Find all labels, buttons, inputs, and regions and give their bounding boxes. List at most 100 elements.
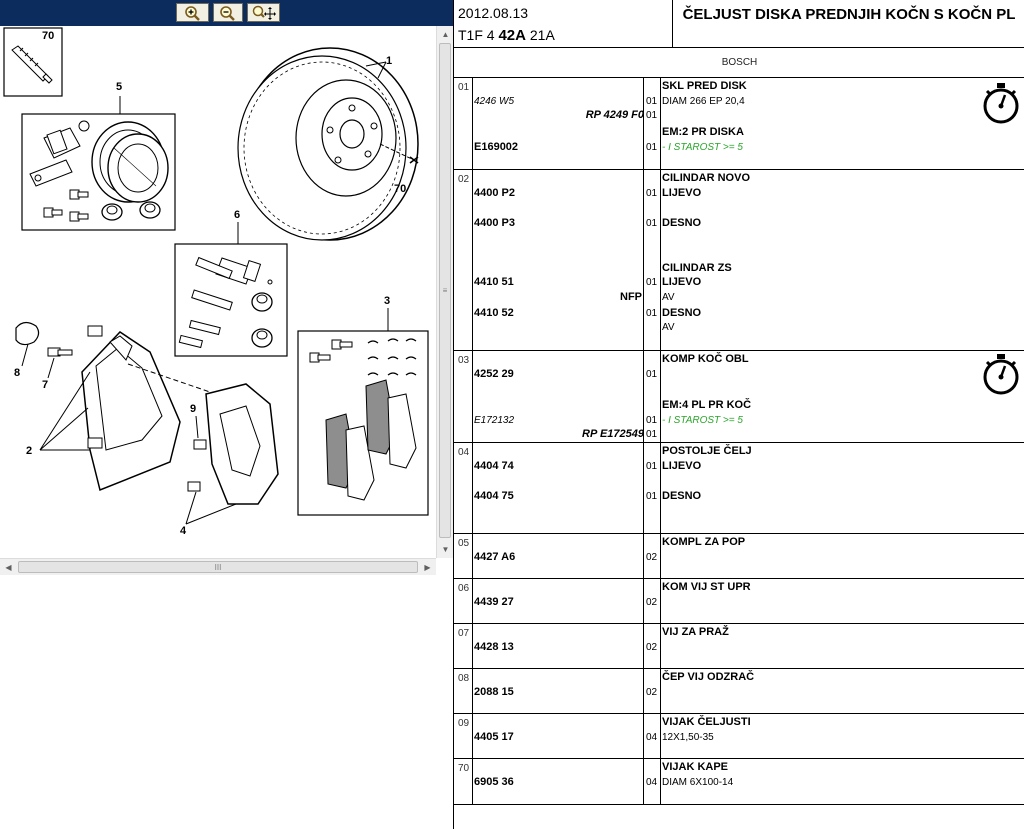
diagram-horizontal-scrollbar[interactable]: ◀ III ▶ — [0, 558, 436, 575]
part-3-box[interactable]: 3 — [297, 295, 429, 516]
part-qty: 01 — [646, 491, 658, 502]
vertical-scroll-thumb[interactable]: ≡ — [439, 43, 451, 538]
callout-1: 1 — [386, 55, 392, 67]
small-bolt-icons — [309, 339, 353, 363]
part-row-70[interactable]: 70 VIJAK KAPE 6905 36 04 DIAM 6X100-14 — [454, 759, 1024, 805]
zoom-in-button[interactable] — [176, 3, 209, 22]
part-position: AV — [662, 322, 675, 333]
part-5-box[interactable]: 5 — [21, 81, 176, 231]
part-title: CILINDAR NOVO — [662, 172, 750, 184]
catalog-date: 2012.08.13 — [458, 5, 529, 21]
zoom-fit-button[interactable] — [247, 3, 280, 22]
header-info: 2012.08.13 T1F 4 42A 21A — [454, 0, 673, 48]
part-qty: 01 — [646, 461, 658, 472]
zoom-out-button[interactable] — [213, 3, 243, 22]
part-title: CILINDAR ZS — [662, 262, 732, 274]
guide-pin-icons — [178, 256, 233, 349]
part-reference[interactable]: 6905 36 — [474, 776, 514, 788]
callout-4: 4 — [180, 525, 187, 537]
part-6-box[interactable]: 6 — [174, 209, 288, 357]
diagram-toolbar — [0, 0, 453, 26]
scroll-right-icon[interactable]: ▶ — [424, 563, 431, 572]
part-reference[interactable]: 2088 15 — [474, 686, 514, 698]
part-1-disc[interactable]: 1 70 — [237, 47, 419, 241]
caliper-assembly[interactable]: 8 7 2 — [14, 321, 279, 537]
part-title: VIJAK KAPE — [662, 761, 729, 773]
callout-5: 5 — [116, 81, 122, 93]
row-number: 08 — [458, 673, 470, 684]
part-side: DESNO — [662, 217, 702, 229]
row-number: 03 — [458, 355, 470, 366]
nfp-label: NFP — [620, 291, 642, 303]
bolt-icons — [43, 189, 89, 222]
part-70-box[interactable]: 70 — [3, 27, 63, 97]
seal-ring-icon — [91, 121, 169, 203]
part-reference[interactable]: 4410 51 — [474, 276, 514, 288]
row-number: 01 — [458, 82, 470, 93]
part-reference[interactable]: 4439 27 — [474, 596, 514, 608]
part-row-02[interactable]: 02 CILINDAR NOVO 4400 P2 01 LIJEVO 4400 … — [454, 170, 1024, 351]
part-title: SKL PRED DISK — [662, 80, 747, 92]
em-note: EM:4 PL PR KOČ — [662, 399, 752, 411]
row-number: 06 — [458, 583, 470, 594]
labor-time-icon[interactable] — [981, 352, 1021, 396]
part-row-04[interactable]: 04 POSTOLJE ČELJ 4404 74 01 LIJEVO 4404 … — [454, 443, 1024, 534]
replacement-reference[interactable]: RP 4249 F0 — [585, 109, 644, 121]
zoom-out-icon — [220, 5, 235, 21]
part-row-01[interactable]: 01 SKL PRED DISK 4246 W5 01 DIAM 266 EP … — [454, 78, 1024, 170]
zoom-fit-icon — [252, 5, 276, 20]
callout-2: 2 — [26, 445, 32, 457]
part-qty: 01 — [646, 429, 658, 440]
part-row-08[interactable]: 08 ČEP VIJ ODZRAČ 2088 15 02 — [454, 669, 1024, 714]
scroll-up-icon[interactable]: ▲ — [441, 30, 450, 39]
exploded-view[interactable]: 70 5 — [0, 26, 436, 558]
part-row-06[interactable]: 06 KOM VIJ ST UPR 4439 27 02 — [454, 579, 1024, 624]
part-reference[interactable]: 4252 29 — [474, 368, 514, 380]
part-row-07[interactable]: 07 VIJ ZA PRAŽ 4428 13 02 — [454, 624, 1024, 669]
small-nut-icon — [78, 120, 90, 132]
part-reference[interactable]: 4400 P2 — [474, 187, 515, 199]
part-position: AV — [662, 292, 675, 303]
part-reference[interactable]: 4428 13 — [474, 641, 514, 653]
part-spec: 12X1,50-35 — [662, 732, 714, 743]
part-title: VIJ ZA PRAŽ — [662, 626, 729, 638]
part-reference[interactable]: 4404 74 — [474, 460, 514, 472]
part-reference[interactable]: 4246 W5 — [474, 96, 515, 107]
condition-note: - I STAROST >= 5 — [662, 142, 743, 153]
parts-list-pane: 2012.08.13 T1F 4 42A 21A ČELJUST DISKA P… — [453, 0, 1024, 829]
labor-time-icon[interactable] — [981, 81, 1021, 125]
part-reference[interactable]: 4405 17 — [474, 731, 514, 743]
horizontal-scroll-thumb[interactable]: III — [18, 561, 418, 573]
condition-note: - I STAROST >= 5 — [662, 415, 743, 426]
part-row-09[interactable]: 09 VIJAK ČELJUSTI 4405 17 04 12X1,50-35 — [454, 714, 1024, 759]
clip-icons — [367, 338, 417, 376]
part-reference[interactable]: 4427 A6 — [474, 551, 516, 563]
part-row-05[interactable]: 05 KOMPL ZA POP 4427 A6 02 — [454, 534, 1024, 579]
part-spec: DIAM 266 EP 20,4 — [662, 96, 745, 107]
diagram-vertical-scrollbar[interactable]: ▲ ≡ ▼ — [436, 26, 453, 558]
part-qty: 04 — [646, 732, 658, 743]
replacement-reference[interactable]: RP E172549 — [582, 428, 644, 440]
part-side: LIJEVO — [662, 460, 702, 472]
callout-70-disc: 70 — [394, 183, 406, 195]
part-reference[interactable]: 4400 P3 — [474, 217, 515, 229]
part-reference[interactable]: 4410 52 — [474, 307, 514, 319]
part-qty: 02 — [646, 552, 658, 563]
scroll-down-icon[interactable]: ▼ — [441, 545, 450, 554]
row-number: 70 — [458, 763, 470, 774]
part-qty: 01 — [646, 142, 658, 153]
scroll-left-icon[interactable]: ◀ — [5, 563, 12, 572]
em-note: EM:2 PR DISKA — [662, 126, 744, 138]
row-number: 04 — [458, 447, 470, 458]
part-title: KOMPL ZA POP — [662, 536, 746, 548]
part-qty: 02 — [646, 597, 658, 608]
part-reference[interactable]: 4404 75 — [474, 490, 514, 502]
part-qty: 01 — [646, 277, 658, 288]
part-qty: 01 — [646, 188, 658, 199]
row-number: 07 — [458, 628, 470, 639]
part-reference[interactable]: E169002 — [474, 141, 519, 153]
part-row-03[interactable]: 03 KOMP KOČ OBL 4252 29 01 EM:4 PL PR KO… — [454, 351, 1024, 443]
part-reference[interactable]: E172132 — [474, 415, 515, 426]
callout-8: 8 — [14, 367, 20, 379]
grease-tube-icon — [43, 127, 81, 159]
